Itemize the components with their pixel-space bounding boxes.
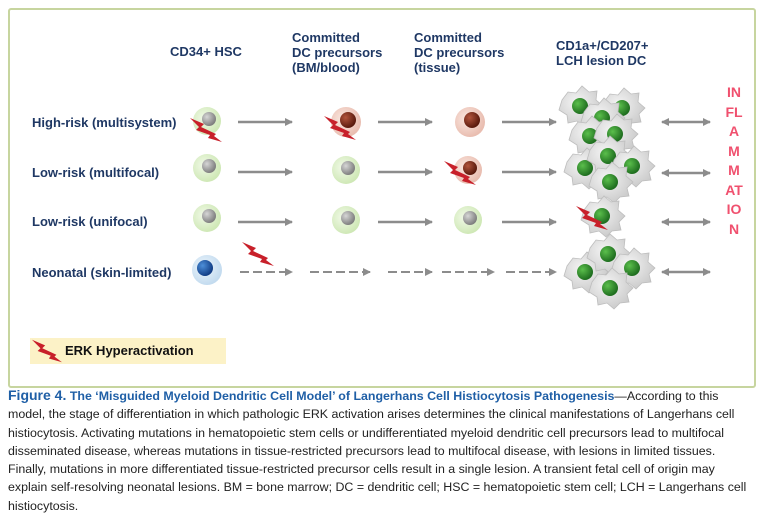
row-label-multifocal: Low-risk (multifocal)	[32, 165, 160, 180]
row-label-unifocal: Low-risk (unifocal)	[32, 214, 148, 229]
lightning-bolt-icon	[242, 242, 274, 266]
row-label-neonatal: Neonatal (skin-limited)	[32, 265, 172, 280]
caption-title-text: The ‘Misguided Myeloid Dendritic Cell Mo…	[69, 389, 615, 403]
lightning-bolt-icon	[32, 339, 62, 363]
cell-tissue-precursor-unifocal	[454, 206, 482, 234]
column-header-lesion-dc: CD1a+/CD207+ LCH lesion DC	[556, 38, 649, 68]
lesion-cell-unifocal	[580, 195, 626, 238]
column-header-bm-precursors: Committed DC precursors (BM/blood)	[292, 30, 383, 75]
figure-caption: Figure 4. The ‘Misguided Myeloid Dendrit…	[8, 386, 756, 515]
diagram-canvas	[190, 85, 711, 310]
legend-label: ERK Hyperactivation	[65, 343, 194, 358]
caption-title: Figure 4. The ‘Misguided Myeloid Dendrit…	[8, 387, 615, 403]
cell-hsc-neonatal	[192, 255, 222, 285]
cell-bm-precursor-multifocal	[332, 156, 360, 184]
cell-hsc-unifocal	[193, 204, 221, 232]
inflammation-label: INFLAMMATION	[725, 84, 743, 237]
figure-panel: CD34+ HSC Committed DC precursors (BM/bl…	[8, 8, 756, 388]
cell-hsc-multifocal	[193, 154, 221, 182]
caption-body: —According to this model, the stage of d…	[8, 389, 747, 513]
row-label-high-risk: High-risk (multisystem)	[32, 115, 177, 130]
lesion-cluster-neonatal	[563, 233, 656, 310]
caption-figure-number: Figure 4.	[8, 387, 67, 403]
cell-tissue-precursor-high-risk	[455, 107, 485, 137]
lesion-cluster-multifocal	[563, 135, 656, 204]
legend: ERK Hyperactivation	[30, 338, 226, 364]
cell-bm-precursor-unifocal	[332, 206, 360, 234]
column-header-hsc: CD34+ HSC	[170, 44, 242, 59]
lesion-cluster-high-risk	[558, 85, 646, 158]
cell-tissue-precursor-multifocal	[454, 156, 482, 184]
column-header-tissue-precursors: Committed DC precursors (tissue)	[414, 30, 505, 75]
